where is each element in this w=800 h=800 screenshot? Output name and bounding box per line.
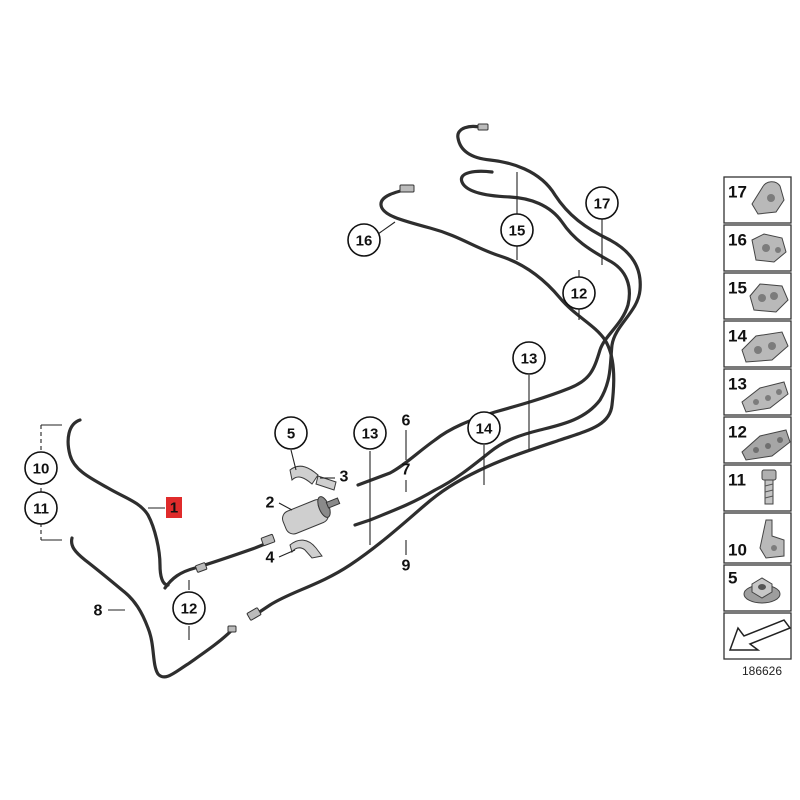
clip-16-icon: [751, 233, 787, 263]
label-4: 4: [266, 550, 275, 567]
clamp-lower: [289, 539, 323, 559]
fuel-line-a: [353, 124, 642, 527]
callout-13-left: 13: [353, 416, 387, 450]
bracket-icon: [759, 519, 785, 559]
callout-10: 10: [24, 451, 58, 485]
fuel-line-8: [69, 536, 234, 679]
callout-14: 14: [467, 411, 501, 445]
svg-text:10: 10: [33, 461, 50, 478]
svg-text:12: 12: [181, 601, 198, 618]
fuel-lines: [66, 124, 642, 679]
callout-11: 11: [24, 491, 58, 525]
fitting: [195, 562, 208, 573]
svg-text:14: 14: [728, 327, 747, 346]
clip-13-icon: [741, 381, 789, 413]
callout-12-bottom: 12: [172, 591, 206, 625]
legend-item-13: 13: [723, 368, 792, 416]
diagram-number: 186626: [742, 664, 782, 678]
fuel-line-1: [66, 418, 170, 587]
clamp-upper: [289, 465, 337, 491]
fitting: [246, 607, 262, 621]
screw-icon: [761, 469, 777, 505]
label-7: 7: [402, 462, 411, 479]
svg-text:15: 15: [728, 279, 747, 298]
callout-13-mid: 13: [512, 341, 546, 375]
clip-14-icon: [741, 331, 789, 363]
svg-text:12: 12: [728, 423, 747, 442]
legend-item-10: 10: [723, 512, 792, 564]
fuel-line-b: [356, 169, 631, 487]
label-8: 8: [94, 603, 103, 620]
svg-text:13: 13: [362, 426, 379, 443]
legend-item-14: 14: [723, 320, 792, 368]
legend-item-11: 11: [723, 464, 792, 512]
callout-5: 5: [274, 416, 308, 450]
clip-12-icon: [741, 429, 791, 461]
arrow-icon: [728, 619, 792, 651]
nut-icon: [743, 577, 781, 604]
label-6: 6: [402, 413, 411, 430]
fitting: [260, 533, 276, 547]
svg-text:15: 15: [509, 223, 526, 240]
label-9: 9: [402, 558, 411, 575]
svg-text:5: 5: [287, 426, 295, 443]
fuel-line-c: [253, 186, 616, 617]
fitting: [399, 184, 415, 193]
svg-text:10: 10: [728, 541, 747, 560]
clip-15-icon: [749, 283, 789, 313]
legend-item-15: 15: [723, 272, 792, 320]
fitting: [477, 123, 489, 131]
svg-text:17: 17: [728, 183, 747, 202]
highlight-label-1: 1: [166, 497, 182, 518]
pipe-fittings: [195, 123, 489, 633]
fuel-filter: [282, 496, 341, 535]
label-3: 3: [340, 469, 349, 486]
callout-17: 17: [585, 186, 619, 220]
svg-text:13: 13: [728, 375, 747, 394]
svg-text:14: 14: [476, 421, 493, 438]
legend-panel: 17 16 15: [723, 176, 792, 678]
fitting: [227, 625, 237, 633]
callout-15: 15: [500, 213, 534, 247]
svg-text:17: 17: [594, 196, 611, 213]
callout-12-top: 12: [562, 276, 596, 310]
svg-text:11: 11: [728, 471, 746, 490]
legend-item-5: 5: [723, 564, 792, 612]
legend-item-arrow: [723, 612, 792, 660]
legend-item-16: 16: [723, 224, 792, 272]
clip-17-icon: [751, 181, 785, 215]
fuel-line-short: [163, 540, 272, 590]
svg-text:12: 12: [571, 286, 588, 303]
svg-text:5: 5: [728, 569, 737, 588]
svg-text:11: 11: [33, 501, 49, 518]
legend-item-12: 12: [723, 416, 792, 464]
svg-text:13: 13: [521, 351, 538, 368]
svg-text:16: 16: [728, 231, 747, 250]
legend-item-17: 17: [723, 176, 792, 224]
svg-text:1: 1: [170, 500, 178, 517]
svg-text:16: 16: [356, 233, 373, 250]
callout-16: 16: [347, 223, 381, 257]
label-2: 2: [266, 495, 275, 512]
